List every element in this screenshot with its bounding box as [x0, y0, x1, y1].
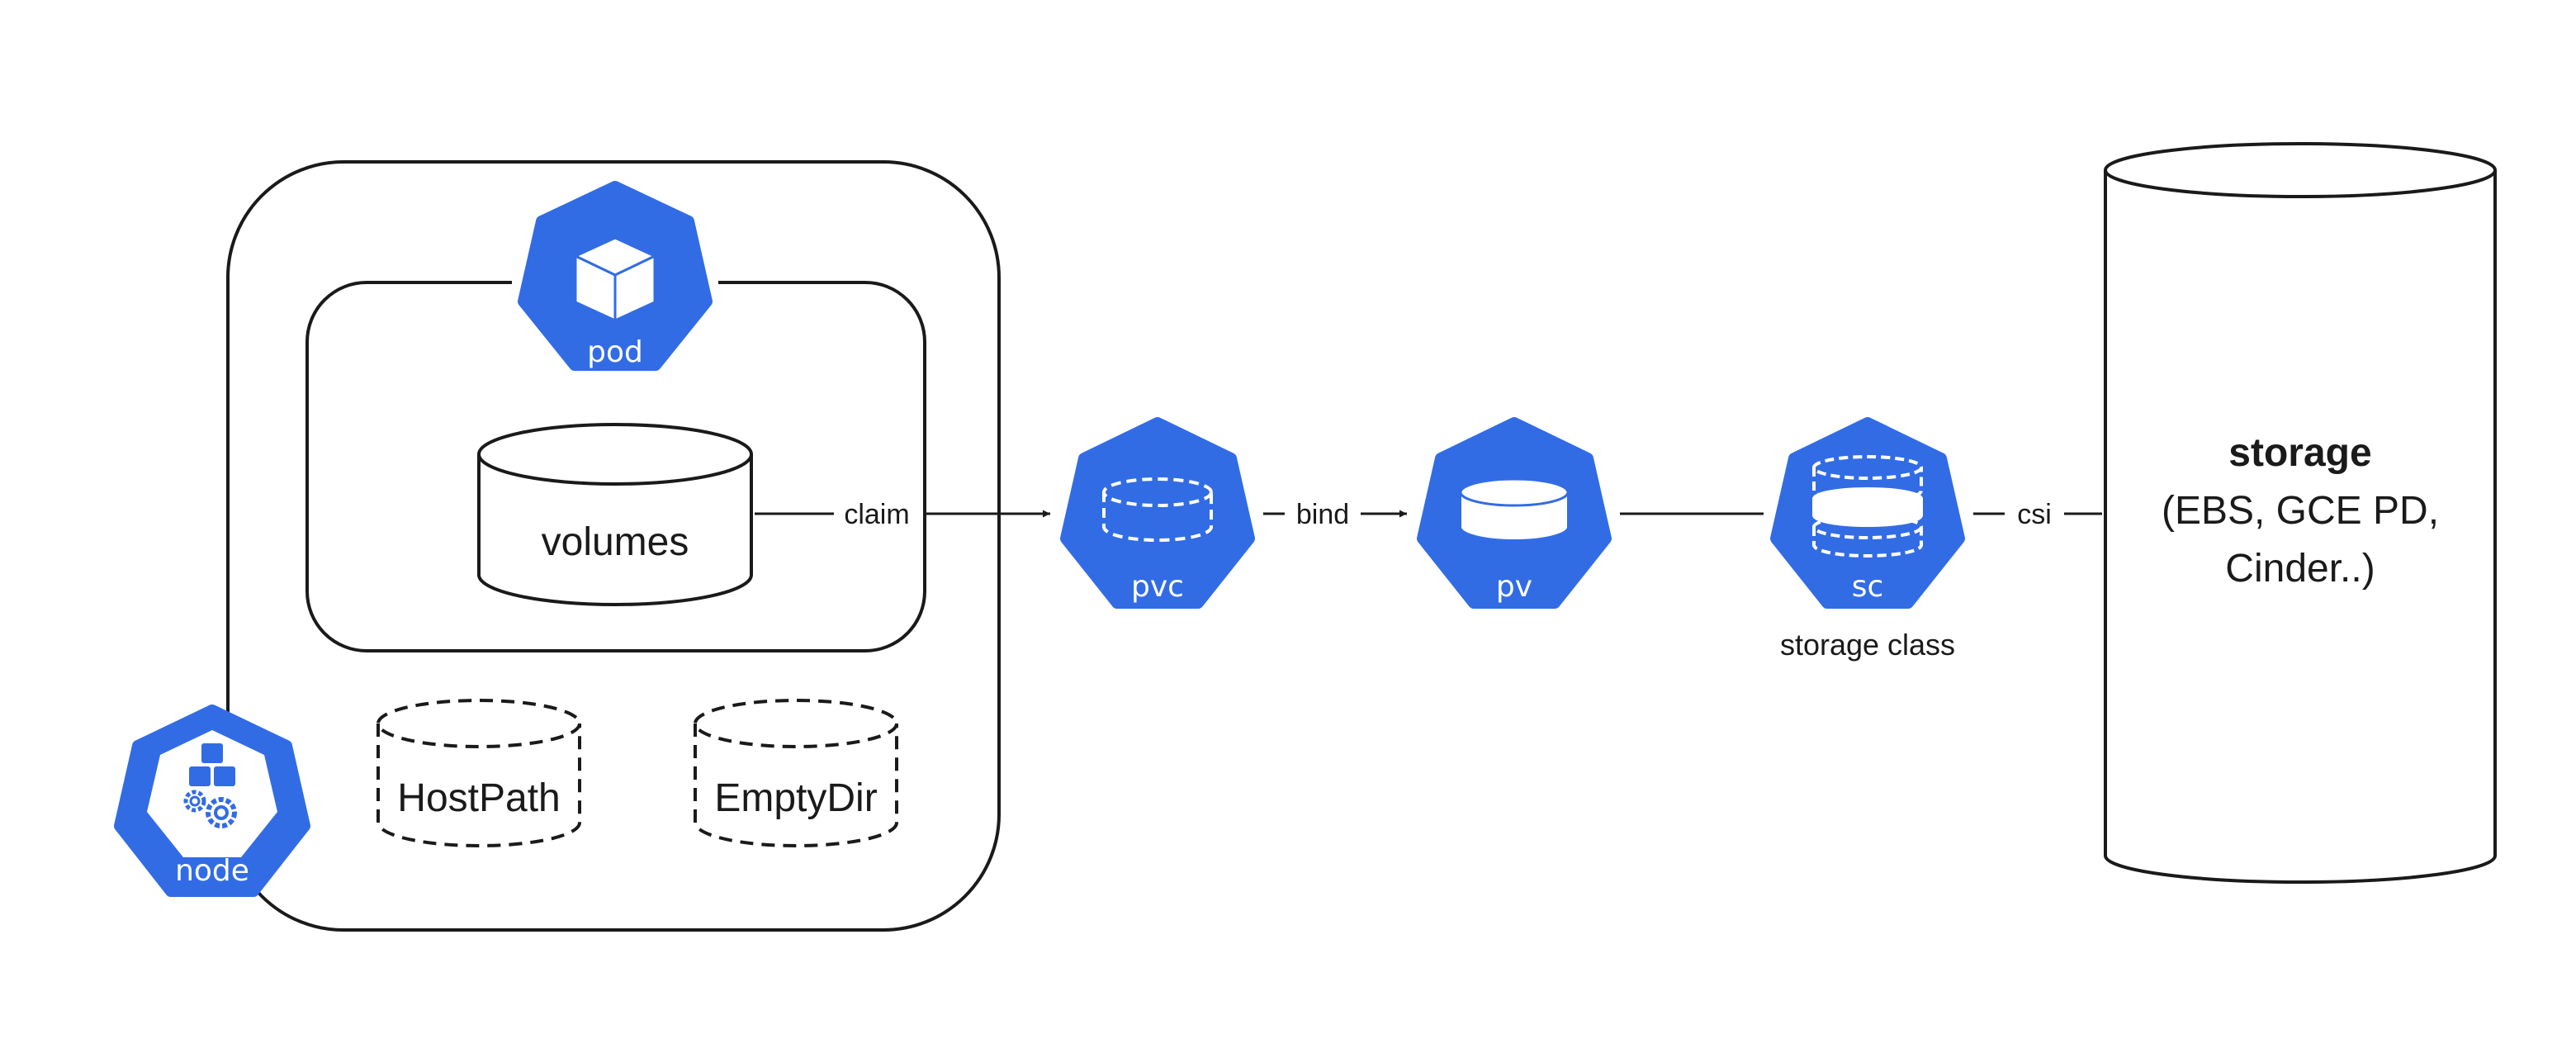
- pvc-heptagon-icon: [1060, 417, 1255, 609]
- storage-title: storage: [2228, 431, 2371, 475]
- node-cubes-icon: [189, 743, 235, 786]
- bind-label: bind: [1296, 499, 1349, 530]
- storage-line2: Cinder..): [2225, 547, 2375, 591]
- node-container: [226, 160, 1001, 932]
- sc-label: sc: [1852, 570, 1884, 604]
- cube-icon: [574, 236, 656, 322]
- node-node: node: [114, 705, 310, 897]
- emptydir-label: EmptyDir: [714, 776, 877, 820]
- claim-label: claim: [844, 499, 909, 530]
- pv-node: pv: [1417, 417, 1612, 609]
- gears-icon: [183, 790, 237, 828]
- pod-label: pod: [587, 335, 643, 369]
- pod-node: pod: [512, 181, 718, 371]
- claim-edge: claim: [755, 499, 1050, 530]
- csi-label: csi: [2017, 499, 2052, 530]
- pv-disk-icon: [1459, 477, 1570, 541]
- csi-edge: csi: [1973, 499, 2102, 530]
- pvc-dashed-disk-icon: [1102, 477, 1213, 542]
- volumes-cylinder: volumes: [477, 423, 753, 606]
- pv-label: pv: [1496, 570, 1532, 604]
- hostpath-cylinder: HostPath: [376, 699, 581, 847]
- pvc-label: pvc: [1131, 570, 1184, 604]
- storage-cylinder: storage (EBS, GCE PD, Cinder..): [2104, 142, 2497, 884]
- pvc-node: pvc: [1060, 417, 1255, 609]
- bind-edge: bind: [1263, 499, 1407, 530]
- hostpath-label: HostPath: [397, 776, 560, 820]
- sc-node: sc storage class: [1770, 417, 1965, 662]
- sc-disk-stack-icon: [1812, 455, 1923, 557]
- sc-caption: storage class: [1780, 628, 1955, 662]
- volumes-label: volumes: [542, 520, 689, 564]
- storage-line1: (EBS, GCE PD,: [2162, 489, 2439, 533]
- emptydir-cylinder: EmptyDir: [694, 699, 898, 847]
- node-label: node: [175, 854, 249, 888]
